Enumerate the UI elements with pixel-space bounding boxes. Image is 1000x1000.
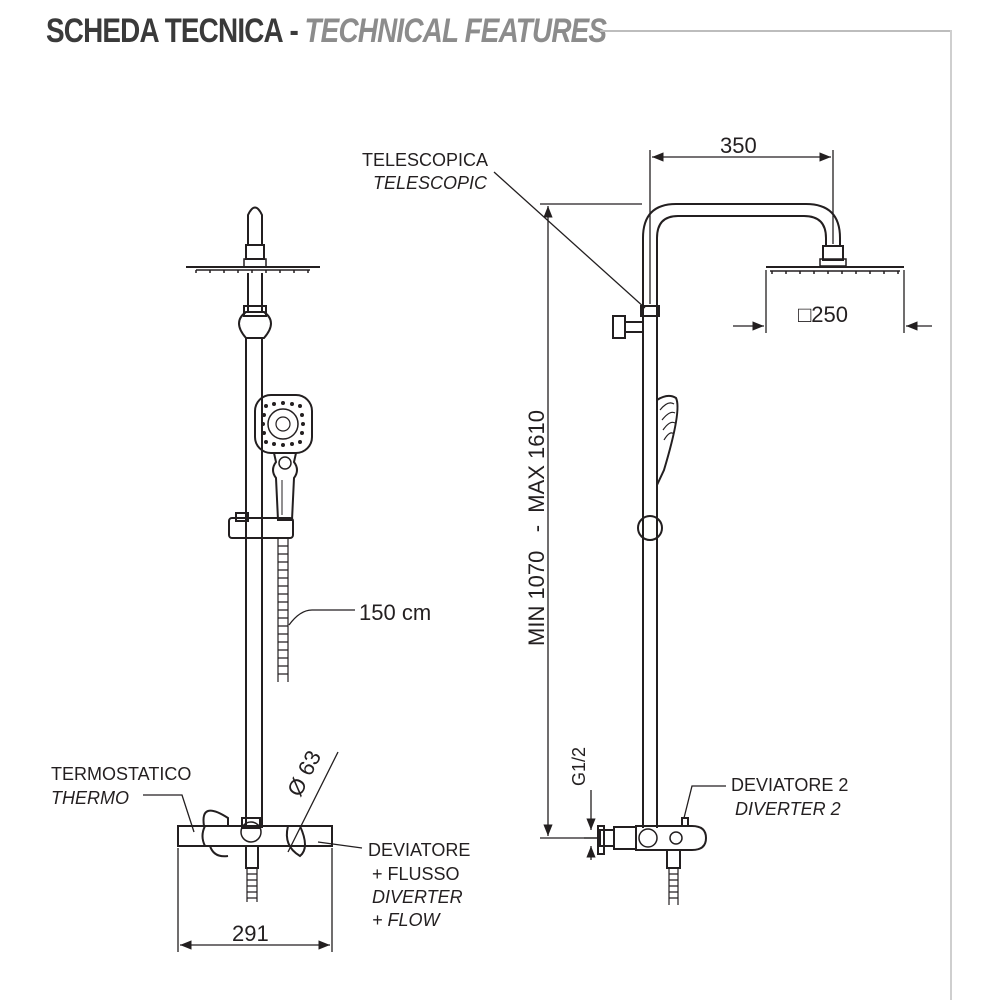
diverter-label-it-2: + FLUSSO [372,864,460,884]
title-separator: - [289,12,298,50]
frame-border [950,30,952,1000]
side-dimensions [493,150,932,860]
diameter-leader [287,751,339,853]
front-hand-shower [254,394,313,521]
hose-leader [288,609,355,626]
front-overhead-shower [186,258,320,273]
title-english: TECHNICAL FEATURES [304,12,607,50]
arm-length-label: 350 [720,133,757,158]
diverter2-leader [683,785,726,819]
front-dimensions [143,609,363,952]
side-hand-shower [637,394,679,541]
side-view [597,203,904,905]
front-arm-connector [245,244,265,260]
thermostat-leader [143,794,195,833]
front-top-arm [247,206,263,245]
diverter2-label-it: DEVIATORE 2 [731,775,848,795]
diameter-label: Ø 63 [282,746,326,800]
side-overhead-arm-outer [642,203,841,246]
front-bottom-hose [246,868,258,902]
header-rule [600,30,952,32]
side-arm-connector [822,245,844,261]
side-telescopic-joint [612,305,660,339]
diverter-leader [317,841,363,849]
telescopic-leader [493,171,646,309]
front-telescopic-clamp [238,305,272,339]
hose-length-label: 150 cm [359,600,431,625]
diverter2-label-en: DIVERTER 2 [735,799,841,819]
diverter-label-en-1: DIVERTER [372,887,463,907]
page-title: SCHEDA TECNICA-TECHNICAL FEATURES [46,12,607,60]
side-overhead-shower [766,258,904,274]
front-hose [277,538,289,682]
height-range-label: MIN 1070 - MAX 1610 [524,410,549,646]
telescopic-label-it: TELESCOPICA [362,150,488,170]
side-mixer [597,817,708,869]
thermostat-label-it: TERMOSTATICO [51,764,191,784]
front-view [177,206,333,902]
head-size-label: □250 [798,302,848,327]
front-thermostatic-mixer [177,809,333,869]
thermostat-label-en: THERMO [51,788,129,808]
title-italian: SCHEDA TECNICA [46,12,284,50]
diverter-label-en-2: + FLOW [372,910,442,930]
front-slide-holder [228,512,294,539]
side-bottom-hose [668,868,679,905]
side-overhead-arm-inner [656,215,827,246]
telescopic-label-en: TELESCOPIC [373,173,488,193]
mixer-width-label: 291 [232,921,269,946]
diverter-label-it-1: DEVIATORE [368,840,470,860]
thread-label: G1/2 [569,747,589,786]
